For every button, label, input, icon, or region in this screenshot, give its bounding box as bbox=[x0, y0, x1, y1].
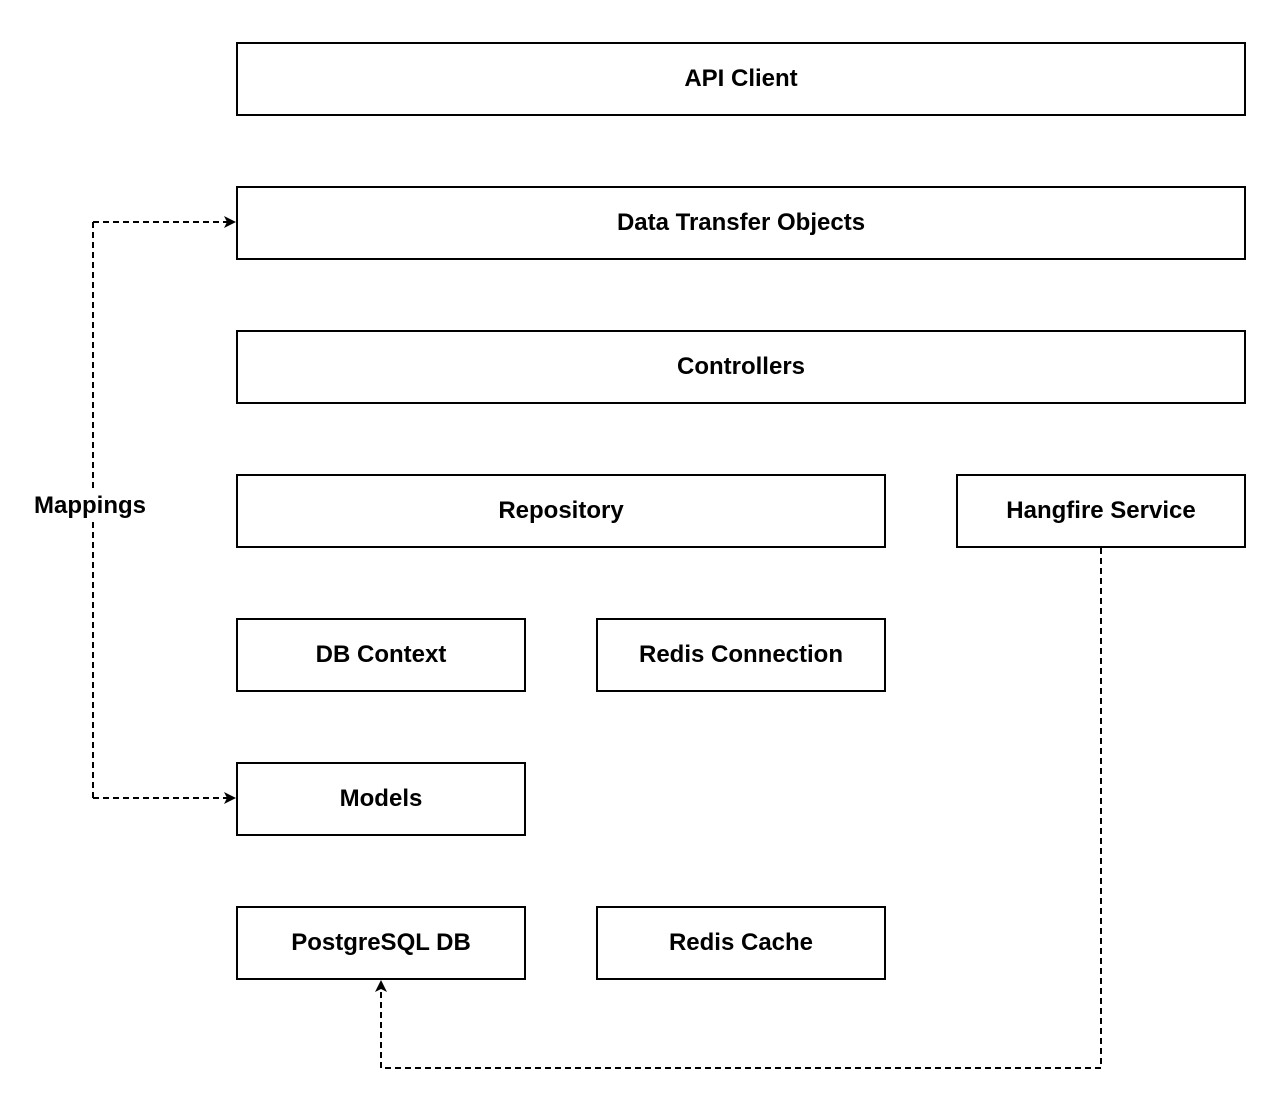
hangfire-service-node[interactable]: Hangfire Service bbox=[956, 474, 1246, 548]
controllers-node[interactable]: Controllers bbox=[236, 330, 1246, 404]
hangfire-to-postgres-edge bbox=[375, 548, 1102, 1069]
models-node[interactable]: Models bbox=[236, 762, 526, 836]
redis-cache-label: Redis Cache bbox=[668, 929, 814, 956]
models-label: Models bbox=[339, 785, 423, 812]
data-transfer-objects-label: Data Transfer Objects bbox=[616, 209, 866, 236]
redis-connection-label: Redis Connection bbox=[638, 641, 843, 668]
postgresql-db-node[interactable]: PostgreSQL DB bbox=[236, 906, 526, 980]
redis-connection-node[interactable]: Redis Connection bbox=[596, 618, 886, 692]
mappings-edge-label: Mappings bbox=[34, 491, 146, 521]
data-transfer-objects-node[interactable]: Data Transfer Objects bbox=[236, 186, 1246, 260]
postgresql-db-label: PostgreSQL DB bbox=[291, 929, 471, 956]
redis-cache-node[interactable]: Redis Cache bbox=[596, 906, 886, 980]
db-context-label: DB Context bbox=[315, 641, 447, 668]
repository-node[interactable]: Repository bbox=[236, 474, 886, 548]
repository-label: Repository bbox=[498, 497, 624, 524]
api-client-node[interactable]: API Client bbox=[236, 42, 1246, 116]
controllers-label: Controllers bbox=[676, 353, 805, 380]
db-context-node[interactable]: DB Context bbox=[236, 618, 526, 692]
hangfire-service-label: Hangfire Service bbox=[1006, 497, 1196, 524]
api-client-label: API Client bbox=[684, 65, 798, 92]
